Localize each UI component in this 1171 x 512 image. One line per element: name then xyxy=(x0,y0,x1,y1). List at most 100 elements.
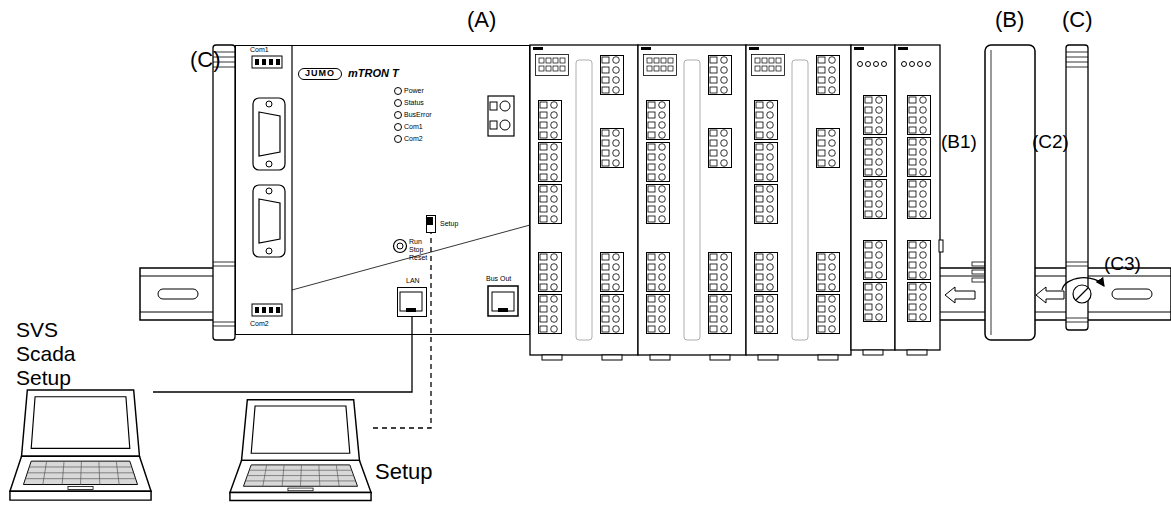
led-label: Status xyxy=(404,99,424,107)
controller-body-part-part xyxy=(395,112,402,119)
io-module-part xyxy=(792,60,808,340)
io-module-part xyxy=(536,55,569,76)
io-module-narrow-part-part xyxy=(882,62,887,67)
io-module-part xyxy=(539,295,562,334)
brand-logo: JUMO xyxy=(298,68,342,80)
controller-body-part-part xyxy=(262,59,266,65)
callout-letter: (C3) xyxy=(1104,254,1141,275)
callout-letter: (C2) xyxy=(1032,132,1069,153)
controller-body-part-part xyxy=(395,124,402,131)
io-module-part xyxy=(752,55,785,76)
controller-body-part xyxy=(488,286,518,316)
controller-body-part xyxy=(259,199,280,243)
laptop-drawing xyxy=(230,400,371,501)
controller-body-part xyxy=(498,308,508,312)
io-module xyxy=(530,45,638,360)
io-module-part xyxy=(647,143,670,182)
end-clamp-part-part xyxy=(1066,318,1088,319)
end-clamp-part xyxy=(1076,288,1088,300)
io-module-narrow-part xyxy=(907,350,927,355)
io-module-part xyxy=(755,185,778,224)
io-module-narrow-part xyxy=(858,62,887,67)
controller-body xyxy=(235,45,530,335)
end-clamp xyxy=(213,45,235,340)
io-module-part xyxy=(650,355,670,360)
io-module-part xyxy=(749,47,759,50)
io-module-part xyxy=(576,60,592,340)
end-clamp-part-part xyxy=(213,262,235,263)
end-clamp-part xyxy=(1073,285,1091,303)
controller-body-part xyxy=(252,304,282,316)
io-module-narrow-part-part xyxy=(858,62,863,67)
callout-letter: (B1) xyxy=(941,132,977,153)
din-rail-part xyxy=(1112,289,1152,299)
end-clamp-part-part xyxy=(213,322,235,323)
laptop-outline xyxy=(8,388,153,505)
io-module-narrow-part-part xyxy=(874,62,879,67)
io-module-part xyxy=(601,56,624,95)
din-rail-part xyxy=(158,289,198,299)
setup-switch: Setup xyxy=(426,215,436,233)
end-cover-part xyxy=(972,278,985,282)
io-module-narrow xyxy=(895,45,943,355)
io-module-part xyxy=(647,101,670,140)
io-module-part xyxy=(817,129,840,168)
io-module-narrow-part xyxy=(864,96,887,135)
end-clamp-part-part xyxy=(1066,62,1088,63)
controller-body-part xyxy=(259,112,280,156)
io-module-part xyxy=(755,101,778,140)
controller-body-part xyxy=(292,225,530,290)
laptop: Setup xyxy=(228,398,373,505)
io-module-part xyxy=(539,101,562,140)
end-clamp-part-part xyxy=(1066,266,1088,267)
controller-body-part-part xyxy=(395,88,402,95)
controller-body-part xyxy=(235,45,530,335)
port-label: LAN xyxy=(406,277,420,285)
controller-body-part xyxy=(427,217,433,225)
controller-body-part xyxy=(500,120,510,130)
io-module-part xyxy=(542,355,562,360)
io-module-part xyxy=(647,185,670,224)
controller-body-part xyxy=(266,188,272,194)
controller-body-part xyxy=(397,243,403,249)
end-cover-part xyxy=(972,262,985,266)
led-label: Com2 xyxy=(404,135,423,143)
dashed-cable xyxy=(373,233,431,428)
controller-body-part-part xyxy=(276,59,280,65)
end-cover-part xyxy=(985,45,1035,340)
end-cover-part xyxy=(972,270,985,274)
io-module-part xyxy=(647,295,670,334)
controller-body-part xyxy=(406,308,416,312)
io-module-part xyxy=(755,295,778,334)
io-module-part xyxy=(710,355,730,360)
direction-arrow-part xyxy=(1036,287,1064,303)
callout-letter: (A) xyxy=(467,8,496,32)
io-module-part xyxy=(539,143,562,182)
io-module-narrow-part xyxy=(854,47,864,50)
io-module-narrow-part xyxy=(908,241,931,280)
controller-body-part xyxy=(490,121,497,129)
io-module-part xyxy=(709,253,732,292)
end-clamp-part-part xyxy=(213,326,235,327)
switch-label: Setup xyxy=(440,220,458,228)
end-clamp-part xyxy=(213,52,235,326)
controller-body-part xyxy=(395,88,402,143)
port-label: Com1 xyxy=(250,46,269,54)
io-module-narrow-part xyxy=(863,350,883,355)
lan-port: LAN xyxy=(397,287,427,317)
io-module-narrow xyxy=(851,45,895,355)
io-module-narrow-part xyxy=(851,45,895,350)
io-module-part xyxy=(601,129,624,168)
led-label: Com1 xyxy=(404,123,423,131)
end-clamp-part-part xyxy=(1066,262,1088,263)
controller-body-part-part xyxy=(255,307,259,313)
end-clamp-part xyxy=(213,45,235,340)
end-cover xyxy=(972,45,1035,340)
io-module-part xyxy=(709,129,732,168)
io-module-part xyxy=(530,45,638,355)
io-module-part xyxy=(533,47,543,50)
led-label: BusError xyxy=(404,111,432,119)
